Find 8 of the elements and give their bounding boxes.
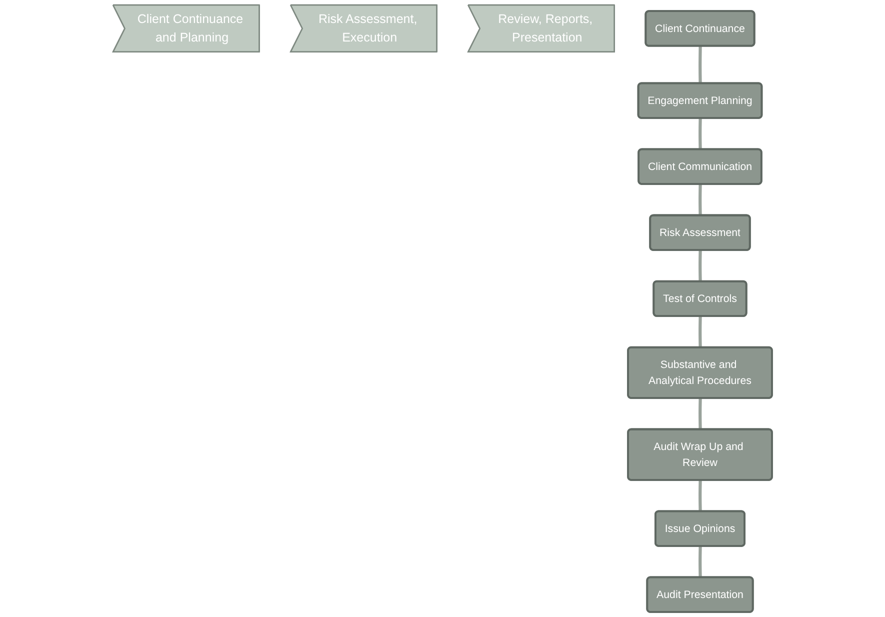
connector	[698, 184, 702, 216]
connector	[698, 546, 702, 578]
connector	[698, 118, 702, 150]
connector	[698, 316, 702, 348]
connector	[698, 250, 702, 282]
connector	[698, 46, 702, 84]
connector	[698, 398, 702, 430]
connector	[698, 480, 702, 512]
